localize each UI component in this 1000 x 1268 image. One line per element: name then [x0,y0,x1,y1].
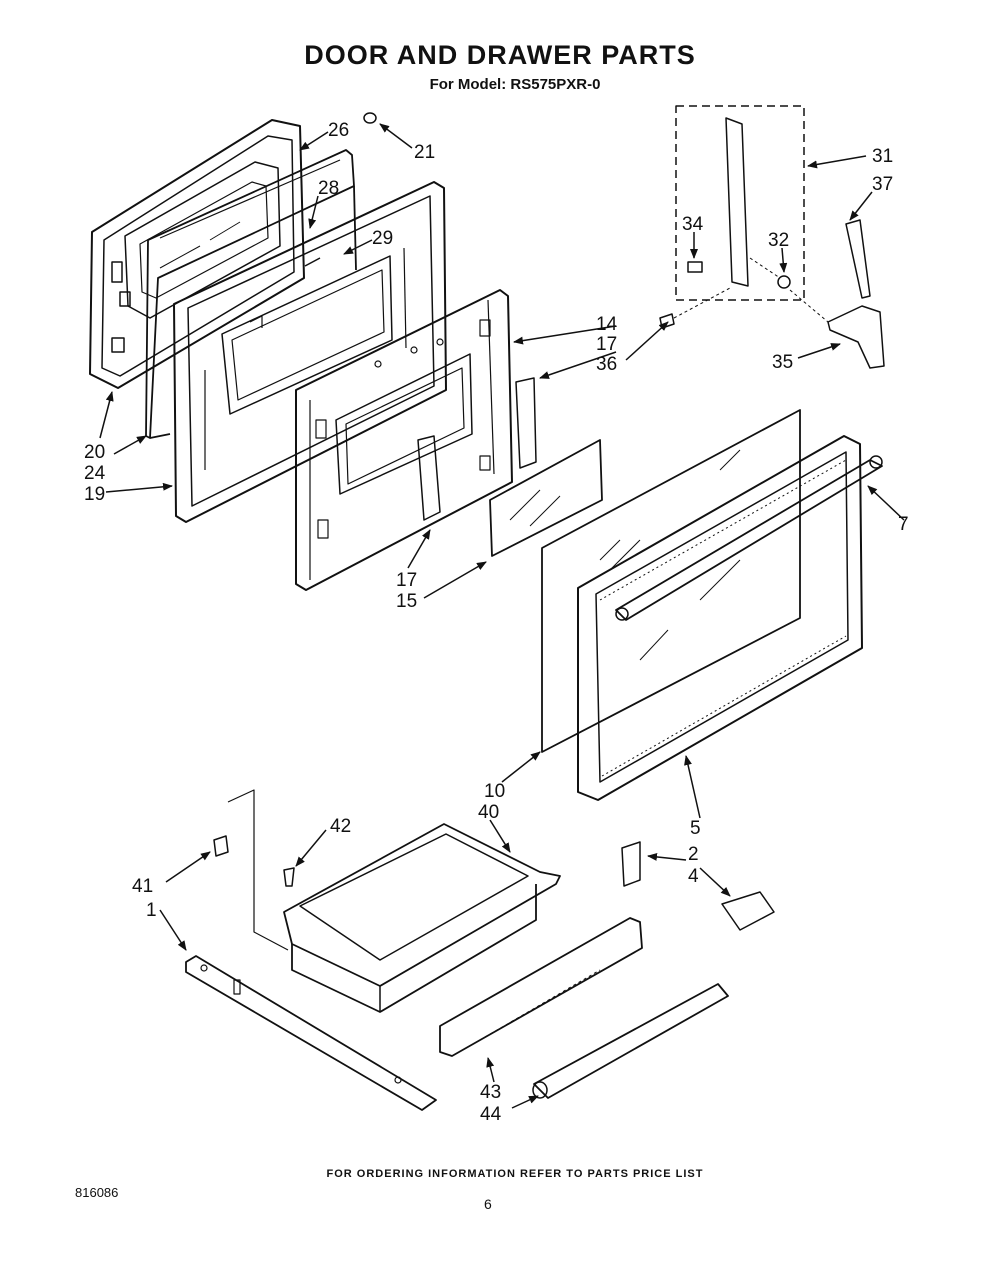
door-handle [615,455,883,621]
callout-24: 24 [84,463,106,484]
callout-14: 14 [596,314,618,335]
callout-1: 1 [146,900,157,921]
callout-15: 15 [396,591,417,612]
callout-29: 29 [372,228,393,249]
callout-43: 43 [480,1082,501,1103]
document-number: 816086 [75,1185,119,1200]
callout-28: 28 [318,178,339,199]
callout-17-lower: 17 [396,570,417,591]
drawer-handle [532,983,729,1099]
callout-35: 35 [772,352,793,373]
callout-34: 34 [682,214,704,235]
callout-17-upper: 17 [596,334,617,355]
outer-door-frame [577,435,863,801]
drawer-screw [283,867,295,887]
callout-10: 10 [484,781,505,802]
callout-44: 44 [480,1104,502,1125]
page-number: 6 [484,1196,492,1212]
page-title: DOOR AND DRAWER PARTS [304,40,696,70]
callout-42: 42 [330,816,351,837]
model-subtitle: For Model: RS575PXR-0 [429,76,601,93]
hinge-assembly [659,105,885,369]
outer-glass [541,409,801,753]
callout-40: 40 [478,802,499,823]
inner-panel [295,289,513,591]
callout-7: 7 [898,514,909,535]
drawer-front-panel [439,917,643,1057]
drawer-side-rail [185,955,437,1111]
callout-31: 31 [872,146,893,167]
drawer-glide-left [621,841,641,887]
drawer-pan [283,823,561,1013]
drawer-back-bracket [213,789,289,951]
callout-26: 26 [328,120,349,141]
callout-37: 37 [872,174,893,195]
callout-20: 20 [84,442,105,463]
door-liner [173,181,447,523]
plug-button [363,112,377,124]
glass-retainer [417,377,537,521]
callout-21: 21 [414,142,435,163]
callout-5: 5 [690,818,701,839]
callout-19: 19 [84,484,105,505]
callout-36: 36 [596,354,617,375]
callout-41: 41 [132,876,153,897]
drawer-glide-right [721,891,775,931]
callout-32: 32 [768,230,789,251]
inner-glass [489,439,603,557]
callout-2: 2 [688,844,699,865]
ordering-note: FOR ORDERING INFORMATION REFER TO PARTS … [326,1168,704,1180]
inner-door-panel [89,119,305,389]
callout-4: 4 [688,866,699,887]
